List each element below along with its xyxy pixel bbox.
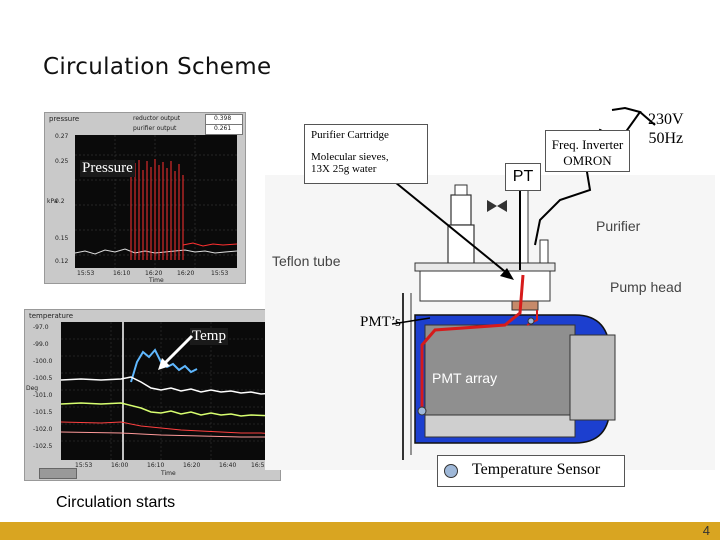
teflon-tube-label: Teflon tube [272, 253, 341, 269]
sensor-legend-label: Temperature Sensor [472, 461, 600, 479]
power-frequency: 50Hz [648, 129, 684, 148]
pump-head-label: Pump head [610, 279, 682, 295]
footer-bar [0, 522, 720, 540]
power-voltage: 230V [648, 110, 684, 129]
pt-box: PT [505, 163, 541, 191]
power-label: 230V 50Hz [648, 110, 684, 148]
pmts-label: PMT’s [360, 314, 401, 331]
purifier-cartridge-detail-2: 13X 25g water [311, 163, 427, 175]
sensor-legend-box: Temperature Sensor [437, 455, 625, 487]
pt-label: PT [513, 168, 533, 185]
page-number: 4 [703, 523, 710, 538]
purifier-label: Purifier [596, 218, 640, 234]
circulation-starts-label: Circulation starts [56, 494, 175, 512]
inverter-label-2: OMRON [546, 153, 629, 169]
inverter-label-1: Freq. Inverter [546, 137, 629, 153]
purifier-cartridge-detail-1: Molecular sieves, [311, 151, 427, 163]
sensor-legend-icon [444, 464, 458, 478]
pmt-array-label: PMT array [432, 370, 497, 386]
purifier-cartridge-box: Purifier Cartridge Molecular sieves, 13X… [304, 124, 428, 184]
inverter-box: Freq. Inverter OMRON [545, 130, 630, 172]
purifier-cartridge-title: Purifier Cartridge [311, 129, 427, 141]
